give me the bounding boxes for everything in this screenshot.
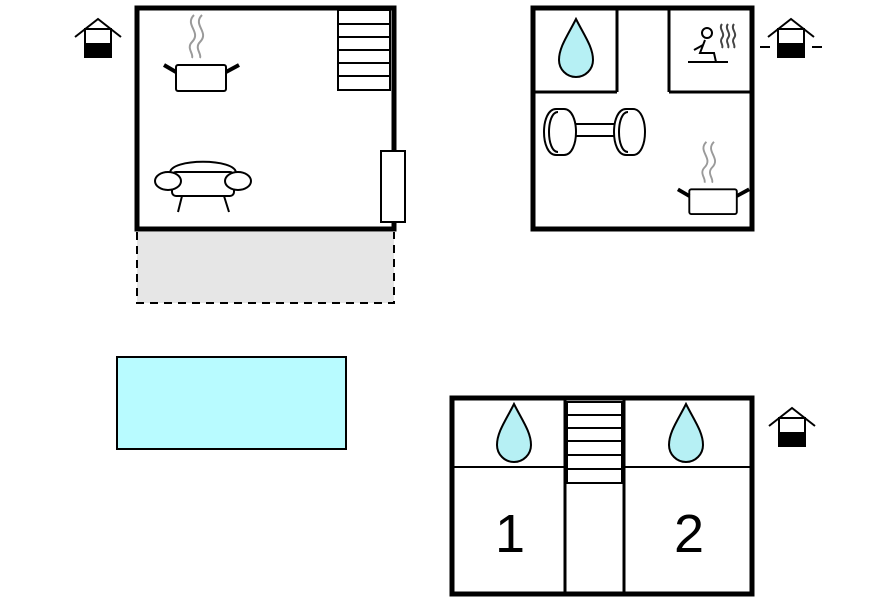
level-indicator-icon	[74, 18, 122, 58]
bedroom-number: 1	[495, 504, 525, 564]
staircase-icon	[337, 9, 391, 91]
level-indicator-icon	[768, 407, 816, 447]
terrace	[136, 232, 395, 304]
sauna-icon	[688, 23, 737, 63]
staircase-icon	[566, 401, 623, 484]
level-indicator-icon	[760, 18, 822, 58]
sofa-icon	[154, 160, 252, 213]
dumbbell-icon	[543, 108, 646, 156]
bedroom-number: 2	[674, 504, 704, 564]
door-icon	[380, 150, 406, 223]
swimming-pool	[116, 356, 347, 450]
